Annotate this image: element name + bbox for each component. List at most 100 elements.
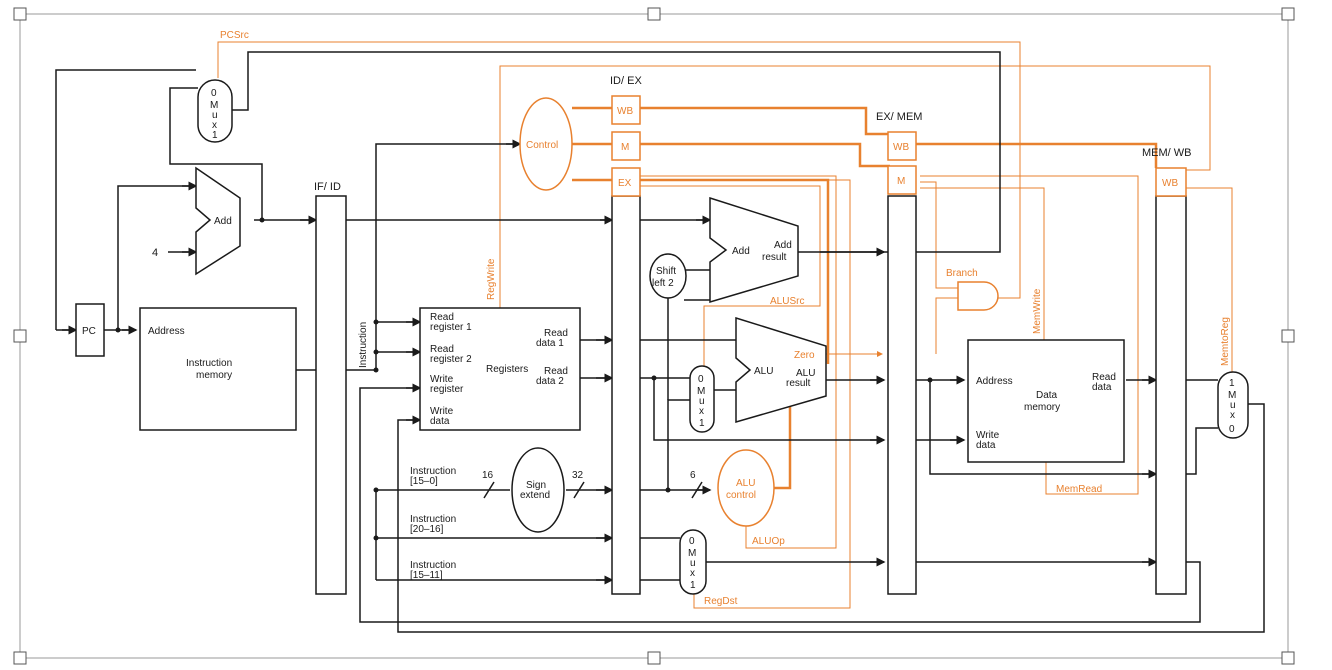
dmem-address-label: Address <box>976 376 1013 387</box>
handle-top-left[interactable] <box>13 7 27 21</box>
id-ex-wb-label: WB <box>617 106 633 117</box>
rf-write-reg-2: register <box>430 384 464 395</box>
alu-src-mux[interactable]: 0 M u x 1 <box>689 365 715 433</box>
regdst-mux-x: x <box>690 568 695 579</box>
instruction-memory[interactable]: Address Instruction memory <box>139 307 297 431</box>
alu-mux-1: 1 <box>699 418 705 429</box>
wb-mux-M: M <box>1228 390 1236 401</box>
pc-mux[interactable]: 0 M u x 1 <box>197 79 233 143</box>
alu-result-2: result <box>786 378 811 389</box>
handle-bottom-right[interactable] <box>1281 651 1295 665</box>
rf-read-data1-2: data 1 <box>536 338 564 349</box>
signal-memread: MemRead <box>1056 484 1102 495</box>
wb-mux-x: x <box>1230 410 1235 421</box>
instruction-bus-label: Instruction <box>358 322 369 368</box>
instr-field-15-11-range: [15–11] <box>410 570 443 581</box>
signal-branch: Branch <box>946 268 978 279</box>
imem-title-2: memory <box>196 370 232 381</box>
mem-wb-register[interactable]: WB <box>1155 167 1187 595</box>
pc-mux-1: 1 <box>212 130 218 141</box>
rf-write-reg-1: Write <box>430 374 454 385</box>
alu-mux-x: x <box>699 406 704 417</box>
data-memory[interactable]: Address Data memory Read data Write data <box>967 339 1125 463</box>
handle-top-mid[interactable] <box>647 7 661 21</box>
ex-mem-register[interactable]: WB M <box>887 131 917 595</box>
wb-mux-u: u <box>1230 400 1236 411</box>
control-label: Control <box>526 140 558 151</box>
sign-extend-l1: Sign <box>526 480 546 491</box>
regdst-mux-0: 0 <box>689 536 695 547</box>
ex-mem-wb-label: WB <box>893 142 909 153</box>
branch-adder-result-2: result <box>762 252 787 263</box>
id-ex-m <box>611 131 641 161</box>
pc-mux-M: M <box>210 100 218 111</box>
rf-read-reg2-1: Read <box>430 344 454 355</box>
rf-read-data2-2: data 2 <box>536 376 564 387</box>
instr-field-15-11-label: Instruction <box>410 560 456 571</box>
handle-mid-right[interactable] <box>1281 329 1295 343</box>
sign-extend-l2: extend <box>520 490 550 501</box>
regdst-mux-M: M <box>688 548 696 559</box>
signal-aluop: ALUOp <box>752 536 785 547</box>
control-unit[interactable]: Control <box>519 97 573 191</box>
ex-mem-m <box>887 165 917 195</box>
alu-label: ALU <box>754 366 773 377</box>
imem-title-1: Instruction <box>186 358 232 369</box>
rf-write-data-1: Write <box>430 406 454 417</box>
dmem-title-1: Data <box>1036 390 1058 401</box>
memtoreg-mux[interactable]: 1 M u x 0 <box>1217 371 1249 439</box>
branch-and-gate[interactable] <box>957 281 999 311</box>
datapath-wires <box>55 51 1265 633</box>
alu-control-bits: 6 <box>690 470 696 481</box>
regdst-mux-1: 1 <box>690 580 696 591</box>
handle-bottom-mid[interactable] <box>647 651 661 665</box>
rf-title: Registers <box>486 364 528 375</box>
stage-control-buses <box>572 106 1158 490</box>
pc-mux-u: u <box>212 110 218 121</box>
sign-extend-out-bits: 32 <box>572 470 584 481</box>
signal-regdst: RegDst <box>704 596 738 607</box>
id-ex-register[interactable]: WB M EX <box>611 95 641 595</box>
regdst-mux[interactable]: 0 M u x 1 <box>679 529 707 595</box>
wb-mux-1: 1 <box>1229 378 1235 389</box>
if-id-register[interactable] <box>315 195 347 595</box>
handle-bottom-left[interactable] <box>13 651 27 665</box>
alu-control-l2: control <box>726 490 756 501</box>
pc-mux-x: x <box>212 120 217 131</box>
alu-result-1: ALU <box>796 368 815 379</box>
pc-mux-0: 0 <box>211 88 217 99</box>
signal-pcsrc: PCSrc <box>220 30 249 41</box>
id-ex-m-label: M <box>621 142 629 153</box>
junction-dots <box>115 217 933 541</box>
mem-wb-wb-label: WB <box>1162 178 1178 189</box>
ex-mem-label: EX/ MEM <box>876 111 922 123</box>
branch-adder-label: Add <box>732 246 750 257</box>
alu-zero-label: Zero <box>794 350 815 361</box>
sign-extend[interactable]: Sign extend <box>511 447 565 533</box>
instr-field-15-0-range: [15–0] <box>410 476 438 487</box>
instr-field-20-16-label: Instruction <box>410 514 456 525</box>
branch-adder[interactable]: Add Add result <box>709 196 799 304</box>
rf-read-reg1-2: register 1 <box>430 322 472 333</box>
instr-field-20-16-range: [20–16] <box>410 524 444 535</box>
sign-extend-in-bits: 16 <box>482 470 494 481</box>
selection-frame[interactable] <box>13 7 1295 665</box>
pc-adder[interactable]: Add <box>195 166 241 276</box>
handle-top-right[interactable] <box>1281 7 1295 21</box>
shift-left-2[interactable]: Shift left 2 <box>649 253 687 299</box>
instr-field-15-0-label: Instruction <box>410 466 456 477</box>
ex-mem-wb <box>887 131 917 161</box>
bus-width-slashes <box>483 481 703 499</box>
alu[interactable]: ALU Zero ALU result <box>735 316 827 423</box>
pc-adder-label: Add <box>214 216 232 227</box>
handle-mid-left[interactable] <box>13 329 27 343</box>
rf-read-data1-1: Read <box>544 328 568 339</box>
regdst-mux-u: u <box>690 558 696 569</box>
alu-control[interactable]: ALU control <box>717 449 775 527</box>
branch-adder-result-1: Add <box>774 240 792 251</box>
alu-mux-u: u <box>699 396 705 407</box>
program-counter[interactable] <box>75 303 105 357</box>
alu-mux-0: 0 <box>698 374 704 385</box>
register-file[interactable]: Read register 1 Read register 2 Write re… <box>419 307 581 431</box>
